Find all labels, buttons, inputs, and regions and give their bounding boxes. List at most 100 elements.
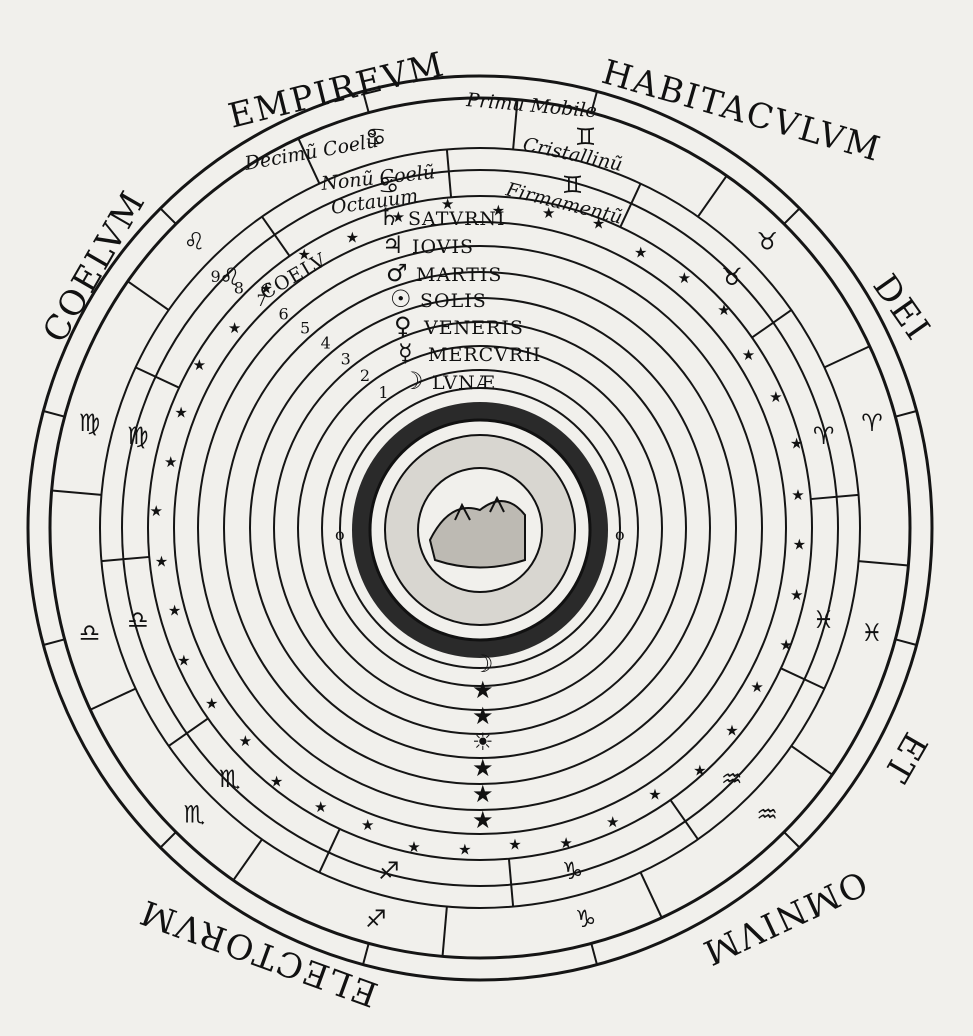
firmament-star: ★ [193,356,206,374]
band-divider [790,745,833,776]
word-electorum: ELECTORVM [134,891,383,1014]
sphere-number: 2 [360,366,370,385]
zodiac-glyph: ♐ [365,905,387,933]
band-divider [697,175,728,218]
firmament-star: ★ [508,835,521,853]
band-divider [89,687,137,711]
zodiac-glyph: ♓ [813,606,835,634]
firmament-star: ★ [164,453,177,471]
planet-veneris: ♀VENERIS [394,312,524,340]
axis-mark: ★ [472,702,494,730]
firmament-star: ★ [177,652,190,670]
firmament-star: ★ [790,435,803,453]
axis-mark: ★ [472,806,494,834]
band-divider [669,799,699,840]
zodiac-band-dividers [43,91,917,965]
band-divider [127,280,170,311]
band-divider [751,309,792,339]
sphere-number: 1 [378,383,388,402]
sphere-ring [173,221,787,835]
zodiac-glyph: ♌ [219,263,241,291]
firmament-star: ★ [750,678,763,696]
word-omnium: OMNIVM [696,862,874,973]
firmament-star: ★ [634,244,647,262]
planet-symbol-icon: ♃ [382,231,404,259]
firmament-star: ★ [407,838,420,856]
zodiac-glyph: ♉ [756,228,778,256]
planet-symbol-icon: ☉ [390,285,412,313]
lower-axis-marks: ☽★★☀★★★ [472,650,494,834]
planet-satvrni: ♄SATVRNI [378,203,505,231]
band-divider [101,555,150,563]
word-habitaculum: HABITACVLVM [598,52,886,170]
band-divider [810,493,859,501]
planet-label: LVNÆ [432,372,496,394]
axis-mark: ★ [472,676,494,704]
sphere-ring [197,245,763,811]
planet-labels: ♄SATVRNI♃IOVIS♂MARTIS☉SOLIS♀VENERIS☿MERC… [378,203,540,395]
firmament-star: ★ [346,228,359,246]
zodiac-glyphs: ♋♋♊♊♉♉♈♈♓♓♒♒♑♑♐♐♏♏♎♎♍♍♌♌ [79,123,883,933]
firmament-star: ★ [441,195,454,213]
planet-lvnæ: ☽ LVNÆ [402,367,496,395]
band-divider [780,667,825,690]
band-divider [159,831,177,849]
zodiac-glyph: ♑ [575,905,597,933]
planet-symbol-icon: ♄ [378,203,400,231]
firmament-star: ★ [648,786,661,804]
band-divider [895,638,917,646]
band-divider [590,91,598,113]
zodiac-glyph: ♊ [562,171,584,199]
planet-symbol-icon: ☿ [398,339,413,367]
planet-symbol-icon: ☽ [402,367,424,395]
sphere-number: 8 [234,279,244,298]
band-divider [297,137,321,185]
zodiac-glyph: ♍ [127,422,149,450]
planet-martis: ♂MARTIS [386,259,501,287]
firmament-star: ★ [458,841,471,859]
concentric-spheres [26,74,934,982]
firmament-star: ★ [717,301,730,319]
axis-mark: ☀ [472,728,494,756]
band-divider [619,183,642,228]
zodiac-glyph: ♏ [184,800,206,828]
zodiac-glyph: ♓ [861,619,883,647]
mark-left: o [335,525,345,544]
planet-label: SOLIS [420,290,487,312]
label-cristallinum: Cristallinũ [521,133,624,176]
firmament-star: ★ [559,834,572,852]
planet-symbol-icon: ♂ [386,259,408,287]
label-primum-mobile: Primu Mobile [465,89,598,122]
sphere-number: 7 [256,291,266,310]
sphere-ring [339,387,621,669]
band-divider [590,943,598,965]
band-divider [135,366,180,389]
planet-label: IOVIS [412,236,474,258]
zodiac-glyph: ♍ [79,409,101,437]
word-coelum: COELVM [35,183,154,349]
earth-center [352,402,608,658]
firmament-star: ★ [168,601,181,619]
sphere-ring [249,297,711,759]
mountains [454,495,505,521]
zodiac-glyph: ♉ [721,263,743,291]
band-divider [858,560,909,567]
zodiac-glyph: ♊ [575,123,597,151]
zodiac-glyph: ♋ [365,123,387,151]
sphere-ring [297,345,663,711]
firmament-star: ★ [155,553,168,571]
firmament-star: ★ [314,798,327,816]
firmament-star: ★ [592,215,605,233]
word-et: ET [874,726,934,791]
zodiac-glyph: ♑ [562,857,584,885]
zodiac-glyph: ♒ [756,800,778,828]
sphere-number: 6 [279,304,289,323]
band-divider [362,91,370,113]
band-divider [51,489,102,496]
band-divider [362,943,370,965]
firmament-star: ★ [779,636,792,654]
band-divider [783,831,801,849]
planet-label: VENERIS [423,317,524,339]
